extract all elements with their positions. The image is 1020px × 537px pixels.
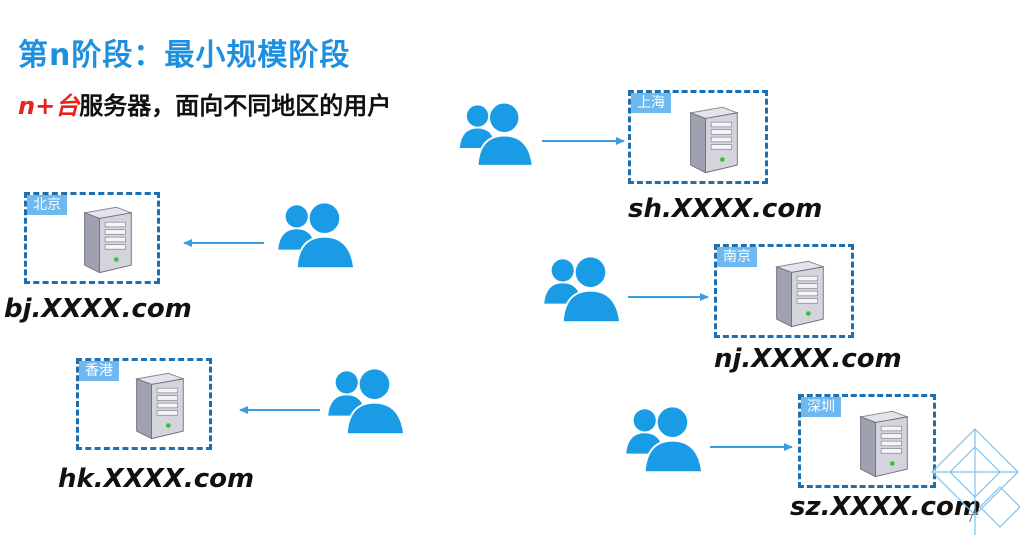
users-icon xyxy=(624,400,708,474)
arrow-to-shenzhen xyxy=(710,443,793,451)
server-icon xyxy=(685,101,741,177)
domain-label: bj.XXXX.com xyxy=(4,294,192,324)
city-label: 南京 xyxy=(717,247,757,267)
domain-label: sz.XXXX.com xyxy=(790,492,981,522)
corner-decoration xyxy=(931,428,1020,535)
server-icon xyxy=(855,405,911,481)
city-label: 香港 xyxy=(79,361,119,381)
slide-subtitle: n+台服务器，面向不同地区的用户 xyxy=(18,86,391,121)
arrow-to-nanjing xyxy=(628,293,709,301)
server-icon xyxy=(79,201,135,277)
slide-title: 第n阶段：最小规模阶段 xyxy=(18,38,351,73)
city-label: 北京 xyxy=(27,195,67,215)
server-node-nanjing: 南京 xyxy=(714,244,854,338)
server-icon xyxy=(131,367,187,443)
arrow-to-hongkong xyxy=(239,406,320,414)
domain-label: sh.XXXX.com xyxy=(628,194,823,224)
city-label: 上海 xyxy=(631,93,671,113)
subtitle-text: 服务器，面向不同地区的用户 xyxy=(79,92,392,120)
server-node-shenzhen: 深圳 xyxy=(798,394,936,488)
domain-label: hk.XXXX.com xyxy=(58,464,255,494)
arrow-to-beijing xyxy=(183,239,264,247)
domain-label: nj.XXXX.com xyxy=(714,344,902,374)
page-number: 7 xyxy=(967,512,974,525)
server-icon xyxy=(771,255,827,331)
server-node-hongkong: 香港 xyxy=(76,358,212,450)
arrow-to-shanghai xyxy=(542,137,625,145)
subtitle-accent: n+台 xyxy=(18,92,80,120)
users-icon xyxy=(458,96,538,168)
server-node-shanghai: 上海 xyxy=(628,90,768,184)
server-node-beijing: 北京 xyxy=(24,192,160,284)
users-icon xyxy=(276,196,360,270)
users-icon xyxy=(542,250,626,324)
city-label: 深圳 xyxy=(801,397,841,417)
users-icon xyxy=(326,362,410,436)
